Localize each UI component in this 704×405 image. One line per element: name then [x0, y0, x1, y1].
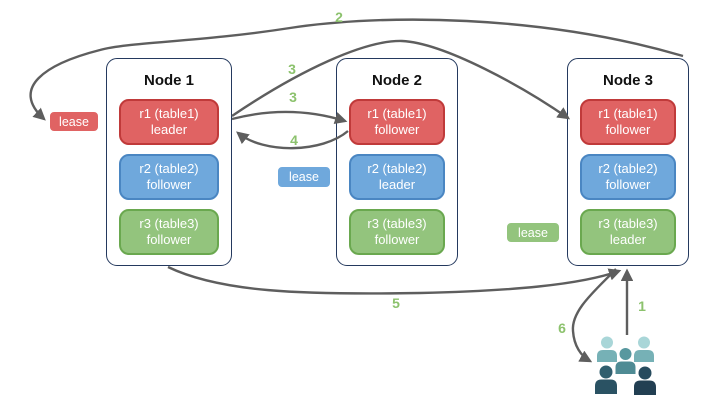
- replica-range: r3 (table3): [598, 216, 658, 231]
- step-label-3a: 3: [288, 61, 296, 77]
- arrow-step-3b: [231, 110, 348, 125]
- node-2-title: Node 2: [371, 72, 422, 89]
- replica-role: follower: [605, 177, 651, 192]
- node-1-replica-r1: r1 (table1) leader: [119, 99, 219, 145]
- node-1: Node 1 r1 (table1) leader r2 (table2) fo…: [106, 58, 232, 266]
- replica-role: follower: [374, 232, 420, 247]
- replica-range: r2 (table2): [598, 161, 658, 176]
- replica-role: leader: [378, 177, 416, 192]
- replica-role: follower: [146, 177, 192, 192]
- replica-role: leader: [609, 232, 647, 247]
- node-1-replica-r3: r3 (table3) follower: [119, 209, 219, 255]
- replica-range: r3 (table3): [367, 216, 427, 231]
- step-label-3b: 3: [289, 89, 297, 105]
- replica-range: r1 (table1): [367, 106, 427, 121]
- node-1-replica-r2: r2 (table2) follower: [119, 154, 219, 200]
- replica-range: r1 (table1): [139, 106, 199, 121]
- step-label-6: 6: [558, 320, 566, 336]
- node-3-replica-r3: r3 (table3) leader: [580, 209, 676, 255]
- step-label-4: 4: [290, 132, 298, 148]
- replica-range: r1 (table1): [598, 106, 658, 121]
- replica-range: r2 (table2): [139, 161, 199, 176]
- replica-range: r2 (table2): [367, 161, 427, 176]
- lease-badge-r1: lease: [49, 111, 99, 132]
- node-3-replica-r1: r1 (table1) follower: [580, 99, 676, 145]
- replica-role: follower: [605, 122, 651, 137]
- lease-badge-r2: lease: [277, 166, 331, 188]
- node-1-title: Node 1: [143, 72, 194, 89]
- node-2-replica-r3: r3 (table3) follower: [349, 209, 445, 255]
- clients-users-icon: [595, 336, 656, 395]
- replica-range: r3 (table3): [139, 216, 199, 231]
- node-3: Node 3 r1 (table1) follower r2 (table2) …: [567, 58, 689, 266]
- step-label-2: 2: [335, 9, 343, 25]
- node-3-replica-r2: r2 (table2) follower: [580, 154, 676, 200]
- arrow-step-6: [571, 268, 617, 363]
- replica-role: follower: [374, 122, 420, 137]
- step-label-5: 5: [392, 295, 400, 311]
- node-3-title: Node 3: [602, 72, 653, 89]
- replica-role: follower: [146, 232, 192, 247]
- node-2-replica-r2: r2 (table2) leader: [349, 154, 445, 200]
- lease-badge-r3: lease: [506, 222, 560, 243]
- arrow-step-5: [167, 265, 622, 295]
- node-2: Node 2 r1 (table1) follower r2 (table2) …: [336, 58, 458, 266]
- node-2-replica-r1: r1 (table1) follower: [349, 99, 445, 145]
- step-label-1: 1: [638, 298, 646, 314]
- replica-role: leader: [150, 122, 188, 137]
